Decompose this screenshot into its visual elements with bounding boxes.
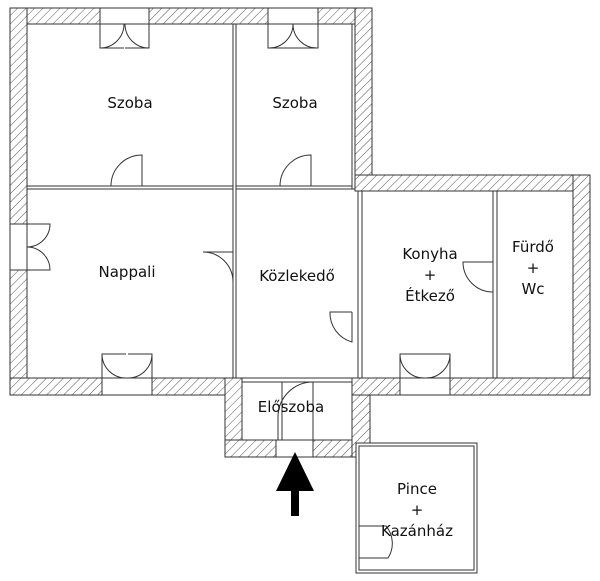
door-szoba1[interactable] [110,154,143,187]
konyha-line3: Étkező [405,287,455,305]
room-label-furdo: Fürdő + Wc [512,237,554,300]
room-label-kozlekedo: Közlekedő [259,267,335,285]
door-nappali[interactable] [202,251,234,283]
pince-line2: + [410,501,424,519]
room-label-eloszoba: Előszoba [257,398,325,416]
door-szoba1-window [99,23,150,49]
arrow-up-icon [276,452,314,491]
interior-walls [26,23,498,379]
exterior-walls [9,7,591,458]
door-furdo[interactable] [462,261,494,293]
door-pince[interactable] [359,525,393,559]
door-eloszoba[interactable] [277,381,314,440]
wall-openings [9,7,451,458]
room-label-nappali: Nappali [98,263,156,281]
door-kozlekedo[interactable] [329,311,353,343]
room-label-szoba1: Szoba [107,94,153,112]
furdo-line1: Fürdő [512,238,554,256]
furdo-line2: + [526,259,540,277]
room-label-szoba2: Szoba [272,94,318,112]
pince-wall-inner [358,445,475,571]
konyha-line1: Konyha [402,245,458,263]
window-nappali [26,223,51,271]
room-label-pince: Pince + Kazánház [381,479,453,542]
door-konyha-window [399,353,451,379]
arrow-up-icon-shaft [291,490,299,516]
doors[interactable] [26,23,494,559]
door-szoba2[interactable] [279,154,312,187]
room-label-konyha: Konyha + Étkező [402,244,457,307]
pince-line3: Kazánház [381,522,453,540]
konyha-line2: + [423,266,437,284]
door-szoba2-window [267,23,319,49]
door-nappali-terrace [101,353,153,379]
furdo-line3: Wc [521,280,545,298]
pince-line1: Pince [397,480,437,498]
